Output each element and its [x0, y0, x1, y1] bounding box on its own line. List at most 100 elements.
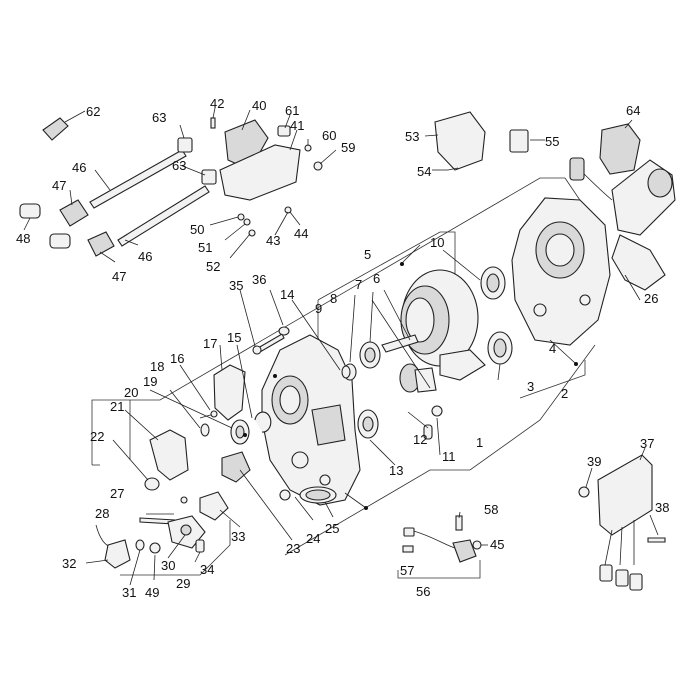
- washer-45: [472, 540, 482, 550]
- bracket-41: [219, 144, 301, 201]
- callout-51: 51: [198, 240, 212, 255]
- callout-9: 9: [315, 301, 322, 316]
- callout-33: 33: [231, 529, 245, 544]
- callout-64: 64: [626, 103, 640, 118]
- callout-54: 54: [417, 164, 431, 179]
- assembly-frame-5: [317, 231, 456, 340]
- callout-13: 13: [389, 463, 403, 478]
- callout-12: 12: [413, 432, 427, 447]
- callout-11: 11: [442, 449, 456, 464]
- assembly-frame-1: [91, 177, 596, 556]
- callout-42: 42: [210, 96, 224, 111]
- callout-23: 23: [286, 541, 300, 556]
- callout-39: 39: [587, 454, 601, 469]
- callout-1: 1: [476, 435, 483, 450]
- cable-63b: [117, 169, 217, 247]
- callout-46-upper: 46: [72, 160, 86, 175]
- washer-31: [135, 539, 145, 551]
- callout-2: 2: [561, 386, 568, 401]
- callout-14: 14: [280, 287, 294, 302]
- callout-labels: 1 2 3 4 5 6 7 8 9 10 11 12 13 14 15 16 1…: [16, 96, 669, 600]
- callout-58: 58: [484, 502, 498, 517]
- callout-38: 38: [655, 500, 669, 515]
- nut-49: [149, 542, 161, 554]
- callout-43: 43: [266, 233, 280, 248]
- shaft: [381, 334, 419, 353]
- callout-35: 35: [229, 278, 243, 293]
- leader-lines: [23, 107, 659, 586]
- starter-motor: [569, 157, 676, 291]
- callout-62: 62: [86, 104, 100, 119]
- module-64: [599, 123, 641, 175]
- circlip-15: [254, 411, 272, 433]
- callout-6: 6: [373, 271, 380, 286]
- callout-15: 15: [227, 330, 241, 345]
- clamp-25: [299, 486, 337, 504]
- callout-27: 27: [110, 486, 124, 501]
- cover-21: [149, 429, 189, 481]
- callout-44: 44: [294, 226, 308, 241]
- bearing-8: [359, 341, 381, 369]
- callout-4: 4: [549, 341, 556, 356]
- callout-52: 52: [206, 259, 220, 274]
- callout-61: 61: [285, 103, 299, 118]
- bolt-43-44: [284, 206, 292, 214]
- callout-47-lower: 47: [112, 269, 126, 284]
- pin-12: [423, 424, 433, 440]
- callout-29: 29: [176, 576, 190, 591]
- callout-31: 31: [122, 585, 136, 600]
- washer-14: [341, 365, 351, 379]
- nut-6: [431, 405, 443, 417]
- regulator-37: [597, 454, 653, 591]
- callout-34: 34: [200, 562, 214, 577]
- bearing-4: [480, 266, 506, 300]
- callout-25: 25: [325, 521, 339, 536]
- callout-8: 8: [330, 291, 337, 306]
- callout-41: 41: [290, 118, 304, 133]
- bolt-38: [647, 537, 666, 543]
- callout-55: 55: [545, 134, 559, 149]
- callout-3: 3: [527, 379, 534, 394]
- callout-32: 32: [62, 556, 76, 571]
- callout-17: 17: [203, 336, 217, 351]
- cap-62: [42, 117, 69, 141]
- crankcase-cover: [261, 334, 361, 506]
- washer-36: [278, 326, 290, 336]
- callout-53: 53: [405, 129, 419, 144]
- washer-20: [200, 423, 210, 437]
- boot-47b: [87, 231, 115, 257]
- bolt-58: [455, 515, 463, 531]
- callout-36: 36: [252, 272, 266, 287]
- relay-55: [509, 129, 529, 153]
- bearing-19: [230, 419, 250, 445]
- pin-42: [210, 117, 216, 129]
- assembly-frame-29: [120, 520, 231, 576]
- callout-47-upper: 47: [52, 178, 66, 193]
- sensor-56: [402, 527, 477, 563]
- callout-40: 40: [252, 98, 266, 113]
- rear-housing: [511, 197, 611, 346]
- callout-28: 28: [95, 506, 109, 521]
- washer-27: [180, 496, 188, 504]
- bolt-35: [252, 333, 285, 355]
- washers-50-51: [237, 213, 251, 226]
- callout-56: 56: [416, 584, 430, 599]
- boot-47a: [59, 199, 89, 227]
- gear-11: [399, 363, 437, 393]
- callout-16: 16: [170, 351, 184, 366]
- callout-60: 60: [322, 128, 336, 143]
- nut-61: [277, 125, 291, 137]
- stator-cylinder: [400, 269, 486, 381]
- bolt-34: [195, 539, 205, 553]
- callout-26: 26: [644, 291, 658, 306]
- callout-21: 21: [110, 399, 124, 414]
- bearing-3: [487, 331, 513, 365]
- screw-54: [447, 167, 459, 171]
- gasket-33: [199, 491, 229, 521]
- cable-63a: [89, 137, 193, 209]
- callout-50: 50: [190, 222, 204, 237]
- callout-19: 19: [143, 374, 157, 389]
- assembly-frame-2: [519, 360, 586, 399]
- callout-22: 22: [90, 429, 104, 444]
